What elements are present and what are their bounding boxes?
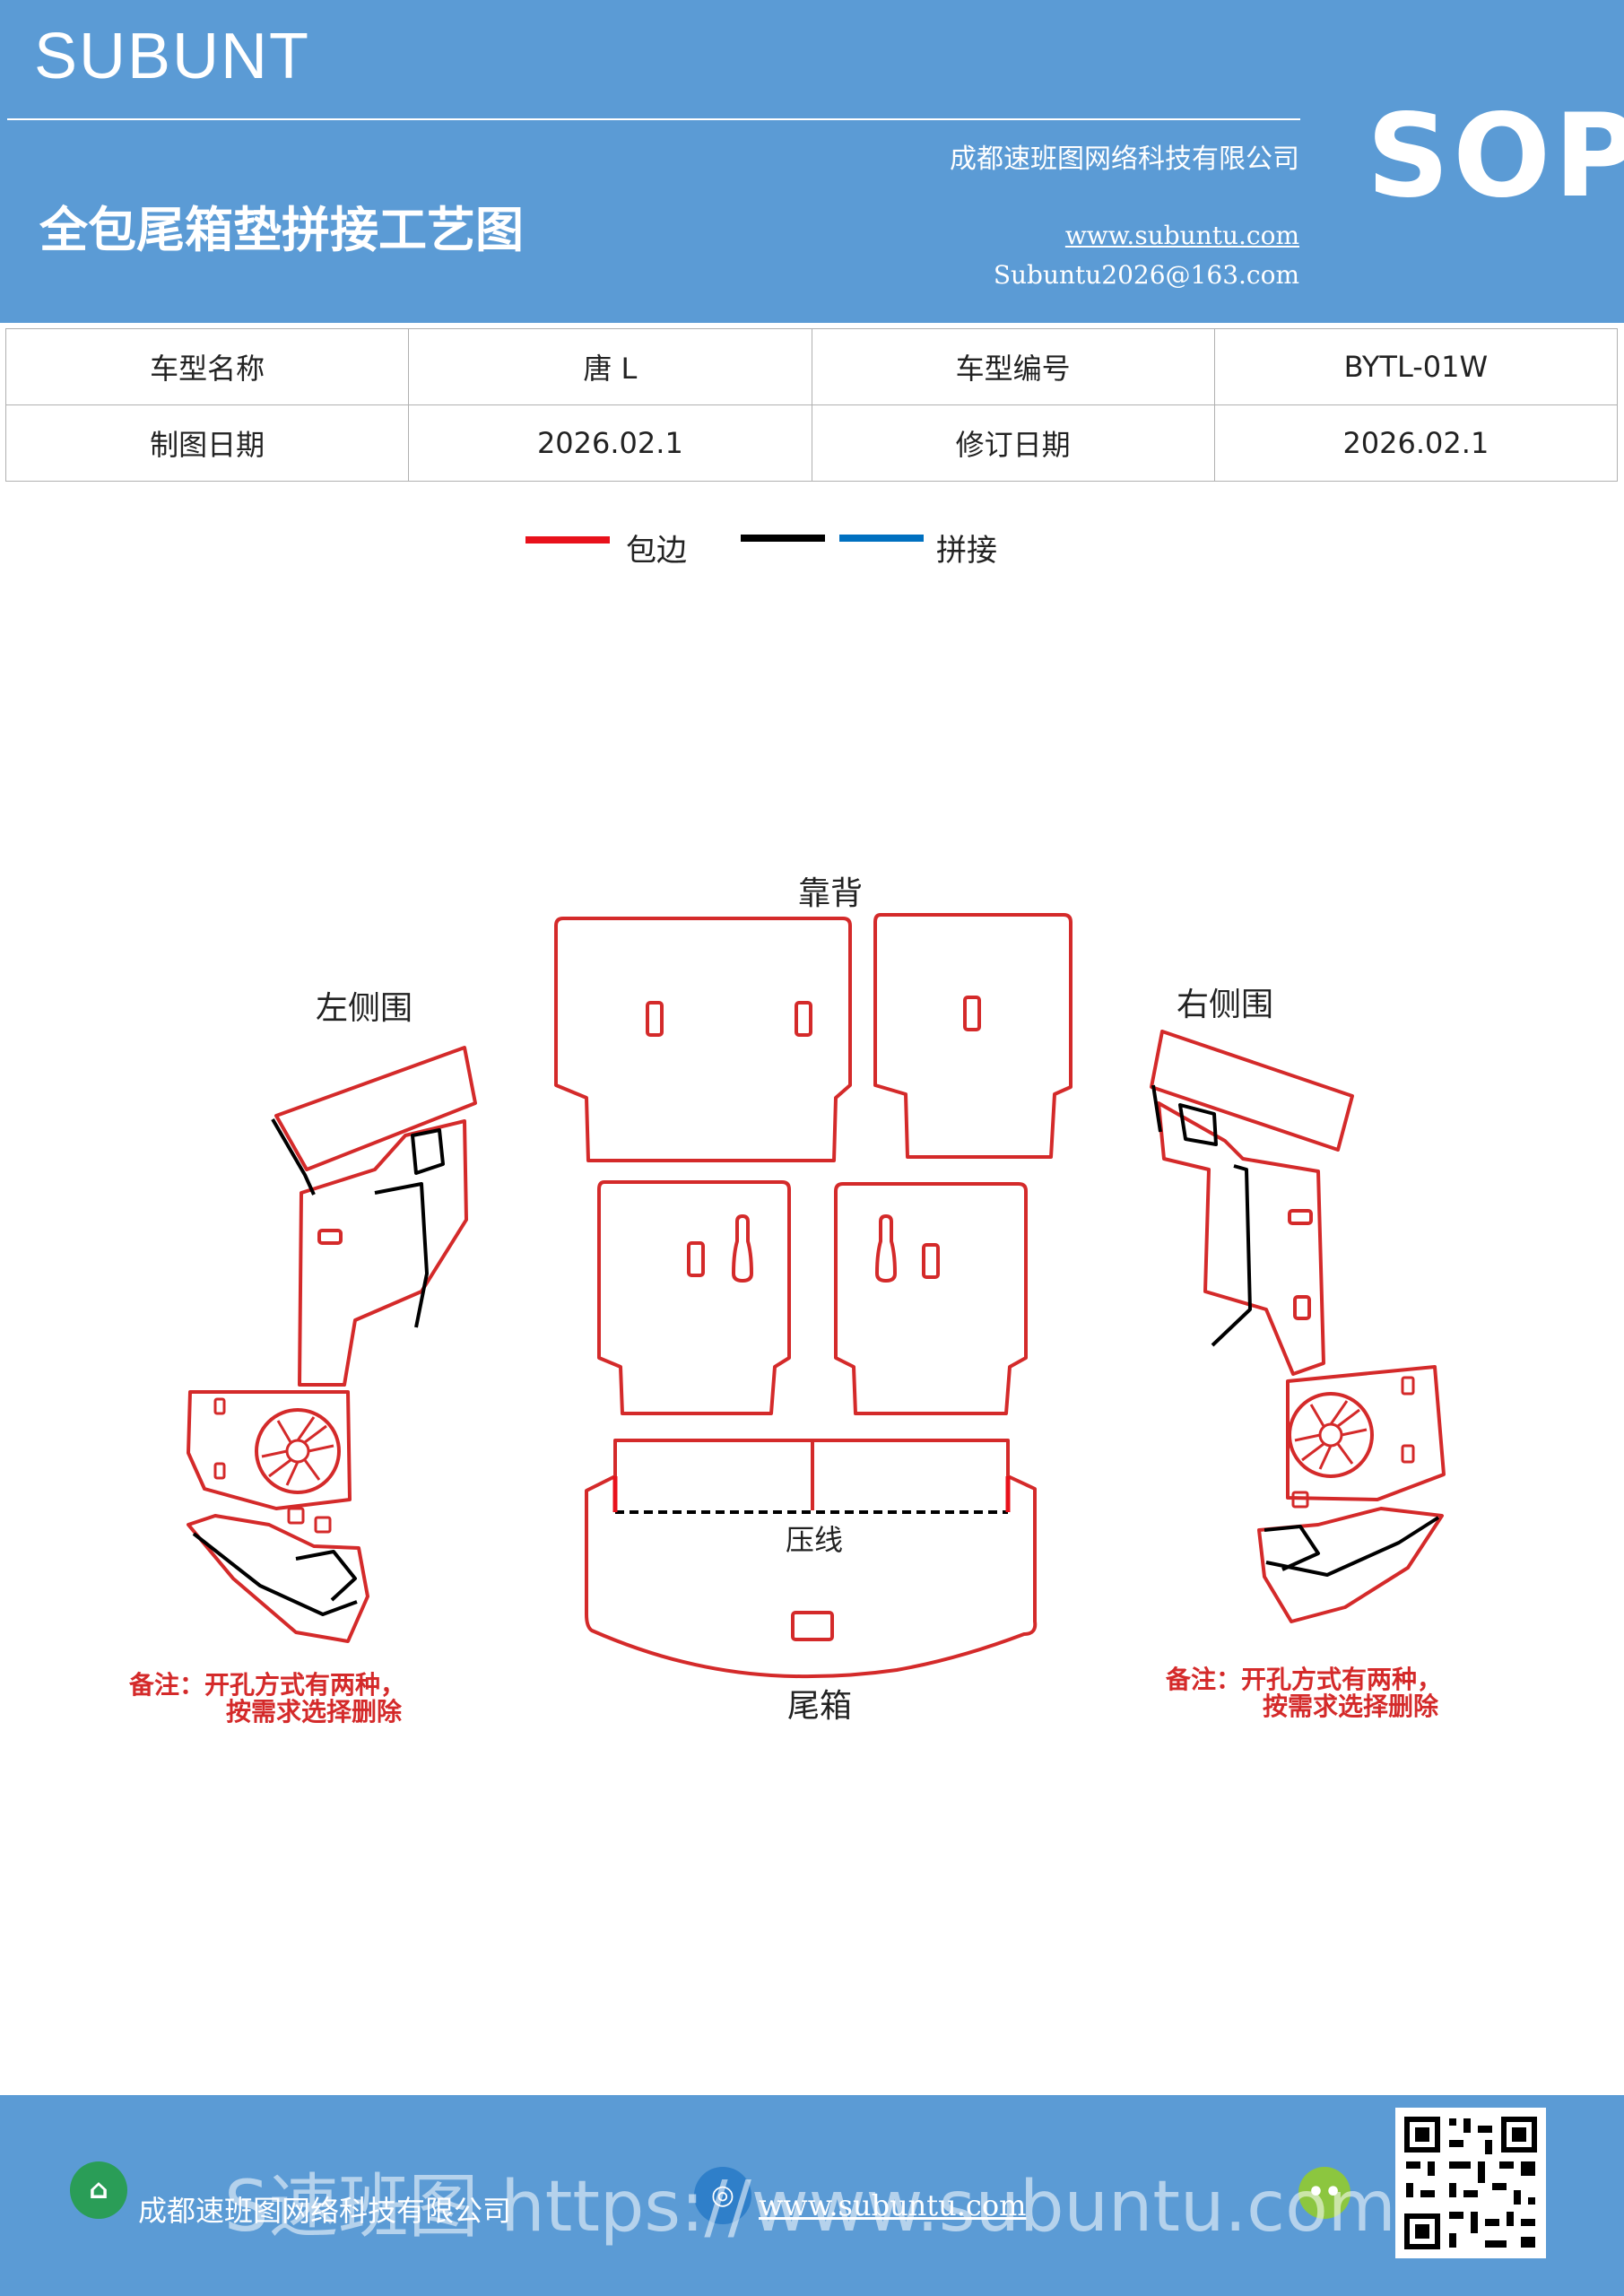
seat-right-panel — [834, 1182, 1028, 1415]
model-name-label: 车型名称 — [4, 328, 410, 405]
right-side-slot — [1293, 1295, 1311, 1320]
right-note-line2: 按需求选择删除 — [1263, 1692, 1439, 1721]
qr-code-icon — [1395, 2108, 1546, 2258]
legend-red-line — [525, 536, 610, 544]
seat-slot — [687, 1241, 705, 1277]
left-fan-vent-icon — [255, 1408, 341, 1494]
trunk-panel — [585, 1439, 1038, 1679]
left-note-line2: 按需求选择删除 — [226, 1697, 403, 1726]
legend-black-line — [741, 535, 825, 542]
draw-date-value: 2026.02.1 — [408, 404, 812, 482]
trunk-handle-slot — [791, 1611, 834, 1641]
header-banner: SUBUNT 全包尾箱垫拼接工艺图 成都速班图网络科技有限公司 www.subu… — [0, 0, 1624, 323]
left-note-line1: 备注：开孔方式有两种， — [128, 1670, 405, 1700]
right-side-foot-panel — [1257, 1507, 1444, 1623]
backrest-label: 靠背 — [798, 875, 863, 912]
right-side-black-edge — [1151, 1084, 1162, 1133]
right-side-slot — [1288, 1209, 1313, 1225]
brand-name: SUBUNT — [34, 21, 311, 92]
backrest-slot — [646, 1001, 664, 1037]
backrest-right-panel — [873, 913, 1073, 1159]
seat-slot — [922, 1243, 940, 1279]
press-line-label: 压线 — [786, 1523, 843, 1557]
website-link[interactable]: www.subuntu.com — [1064, 221, 1299, 250]
footer-watermark: S速班图 https://www.subuntu.com — [224, 2167, 1396, 2248]
left-side-window — [411, 1128, 445, 1175]
vehicle-info-table: 车型名称 唐 L 车型编号 BYTL-01W 制图日期 2026.02.1 修订… — [4, 328, 1619, 482]
left-side-upper-panel — [274, 1046, 477, 1171]
legend-splice-label: 拼接 — [936, 533, 997, 569]
sop-badge: SOP — [1367, 90, 1624, 223]
seat-keyhole-slot — [875, 1214, 897, 1283]
right-side-black-edge — [1211, 1164, 1252, 1347]
right-side-lower-panel — [1286, 1365, 1446, 1501]
left-side-black-edge — [374, 1182, 429, 1328]
legend-edge-label: 包边 — [626, 533, 687, 569]
footer-banner: ⌂ 成都速班图网络科技有限公司 ◎ www.subuntu.com •• S速班… — [0, 2095, 1624, 2296]
left-side-black-edge — [271, 1118, 316, 1196]
right-side-upper-panel — [1150, 1030, 1354, 1152]
seat-left-panel — [597, 1180, 791, 1415]
trunk-label: 尾箱 — [787, 1688, 852, 1725]
splicing-diagram: 靠背 左侧围 右侧围 压线 尾箱 备注：开孔方式有两种， 按需求选择删除 备注：… — [128, 875, 1446, 1726]
model-code-value: BYTL-01W — [1213, 328, 1619, 405]
legend: 包边 拼接 — [0, 520, 1624, 574]
left-side-foot-panel — [187, 1514, 369, 1643]
seat-keyhole-slot — [732, 1214, 753, 1283]
model-name-value: 唐 L — [408, 328, 812, 405]
left-side-middle-panel — [298, 1119, 468, 1387]
legend-blue-line — [839, 535, 924, 542]
right-side-window — [1178, 1103, 1218, 1146]
right-side-middle-panel — [1157, 1101, 1325, 1376]
left-side-label: 左侧围 — [316, 990, 413, 1027]
backrest-left-panel — [554, 917, 852, 1162]
backrest-slot — [795, 1001, 812, 1037]
left-side-slot — [317, 1229, 343, 1245]
page-title: 全包尾箱垫拼接工艺图 — [39, 202, 524, 258]
footer-website-link[interactable]: www.subuntu.com — [759, 2188, 1027, 2222]
table-row: 制图日期 2026.02.1 修订日期 2026.02.1 — [4, 404, 1619, 482]
right-fan-vent-icon — [1288, 1392, 1374, 1478]
left-side-lower-panel — [187, 1390, 352, 1510]
footer-company-name: 成都速班图网络科技有限公司 — [138, 2194, 512, 2228]
wechat-icon: •• — [1298, 2167, 1350, 2219]
header-divider — [7, 118, 1300, 120]
email-address: Subuntu2026@163.com — [993, 260, 1299, 290]
company-name: 成都速班图网络科技有限公司 — [950, 144, 1299, 175]
right-note-line1: 备注：开孔方式有两种， — [1165, 1665, 1442, 1694]
model-code-label: 车型编号 — [811, 328, 1215, 405]
globe-icon: ◎ — [694, 2167, 751, 2224]
revise-date-value: 2026.02.1 — [1213, 404, 1619, 482]
building-icon: ⌂ — [70, 2161, 127, 2219]
backrest-slot — [963, 996, 981, 1031]
right-side-label: 右侧围 — [1177, 987, 1273, 1023]
left-side-black-edge — [192, 1532, 358, 1616]
revise-date-label: 修订日期 — [811, 404, 1215, 482]
table-row: 车型名称 唐 L 车型编号 BYTL-01W — [4, 328, 1619, 405]
draw-date-label: 制图日期 — [4, 404, 410, 482]
right-side-black-edge — [1265, 1516, 1440, 1577]
